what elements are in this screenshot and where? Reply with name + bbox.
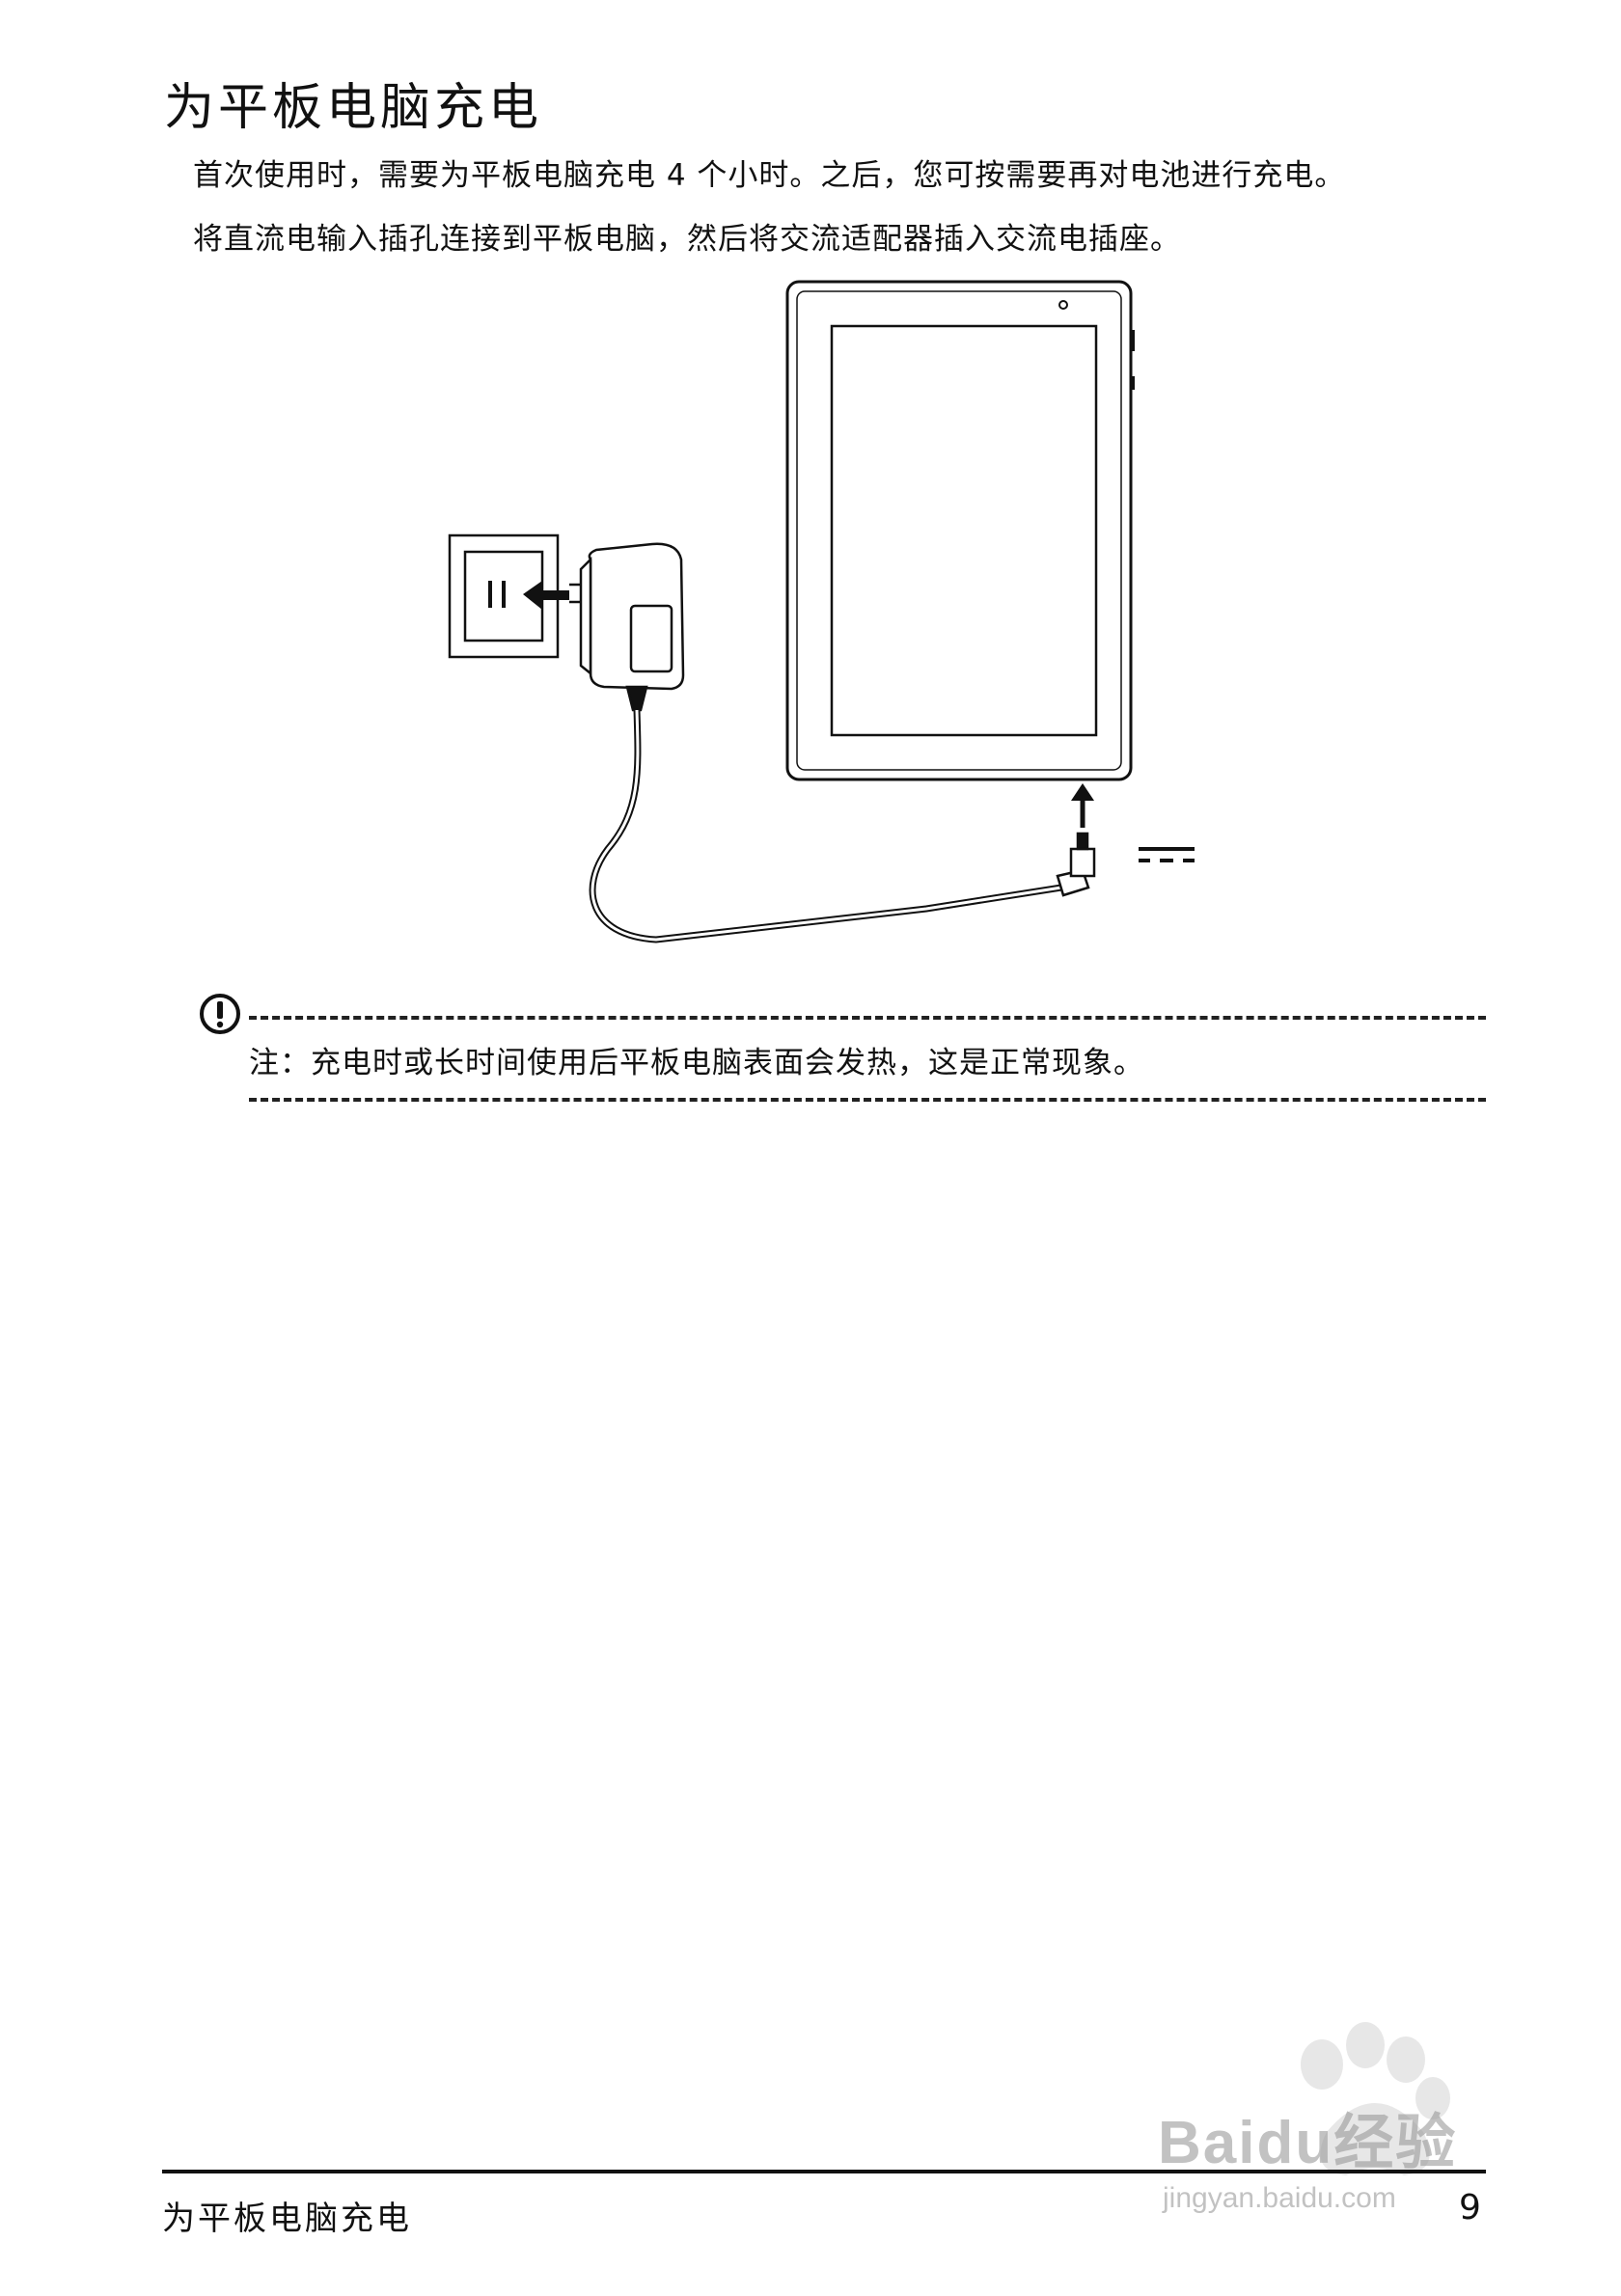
charging-illustration [448, 280, 1195, 943]
paragraph-charging-time: 首次使用时，需要为平板电脑充电 4 个小时。之后，您可按需要再对电池进行充电。 [193, 158, 1346, 193]
note-divider-top [249, 1016, 1486, 1020]
page-number: 9 [1459, 2188, 1481, 2228]
dc-symbol-icon [1139, 847, 1195, 862]
dc-arrow-icon [1071, 783, 1094, 828]
page-title: 为平板电脑充电 [164, 79, 543, 137]
watermark-brand: Baidu经验 [1158, 2110, 1458, 2176]
note-text: 注：充电时或长时间使用后平板电脑表面会发热，这是正常现象。 [249, 1046, 1144, 1080]
paragraph-connect-adapter: 将直流电输入插孔连接到平板电脑，然后将交流适配器插入交流电插座。 [193, 222, 1181, 257]
tablet-icon [785, 280, 1135, 781]
baidu-paw-watermark-icon [1301, 2022, 1450, 2175]
ac-adapter-icon [569, 542, 685, 712]
plug-arrow-icon [523, 581, 569, 610]
watermark-url: jingyan.baidu.com [1163, 2182, 1396, 2214]
power-cable [589, 709, 1062, 943]
exclamation-circle-icon [200, 994, 240, 1034]
footer-title: 为平板电脑充电 [162, 2200, 412, 2238]
note-divider-bottom [249, 1098, 1486, 1102]
footer-rule [162, 2170, 1486, 2173]
dc-plug-icon [1056, 832, 1096, 897]
